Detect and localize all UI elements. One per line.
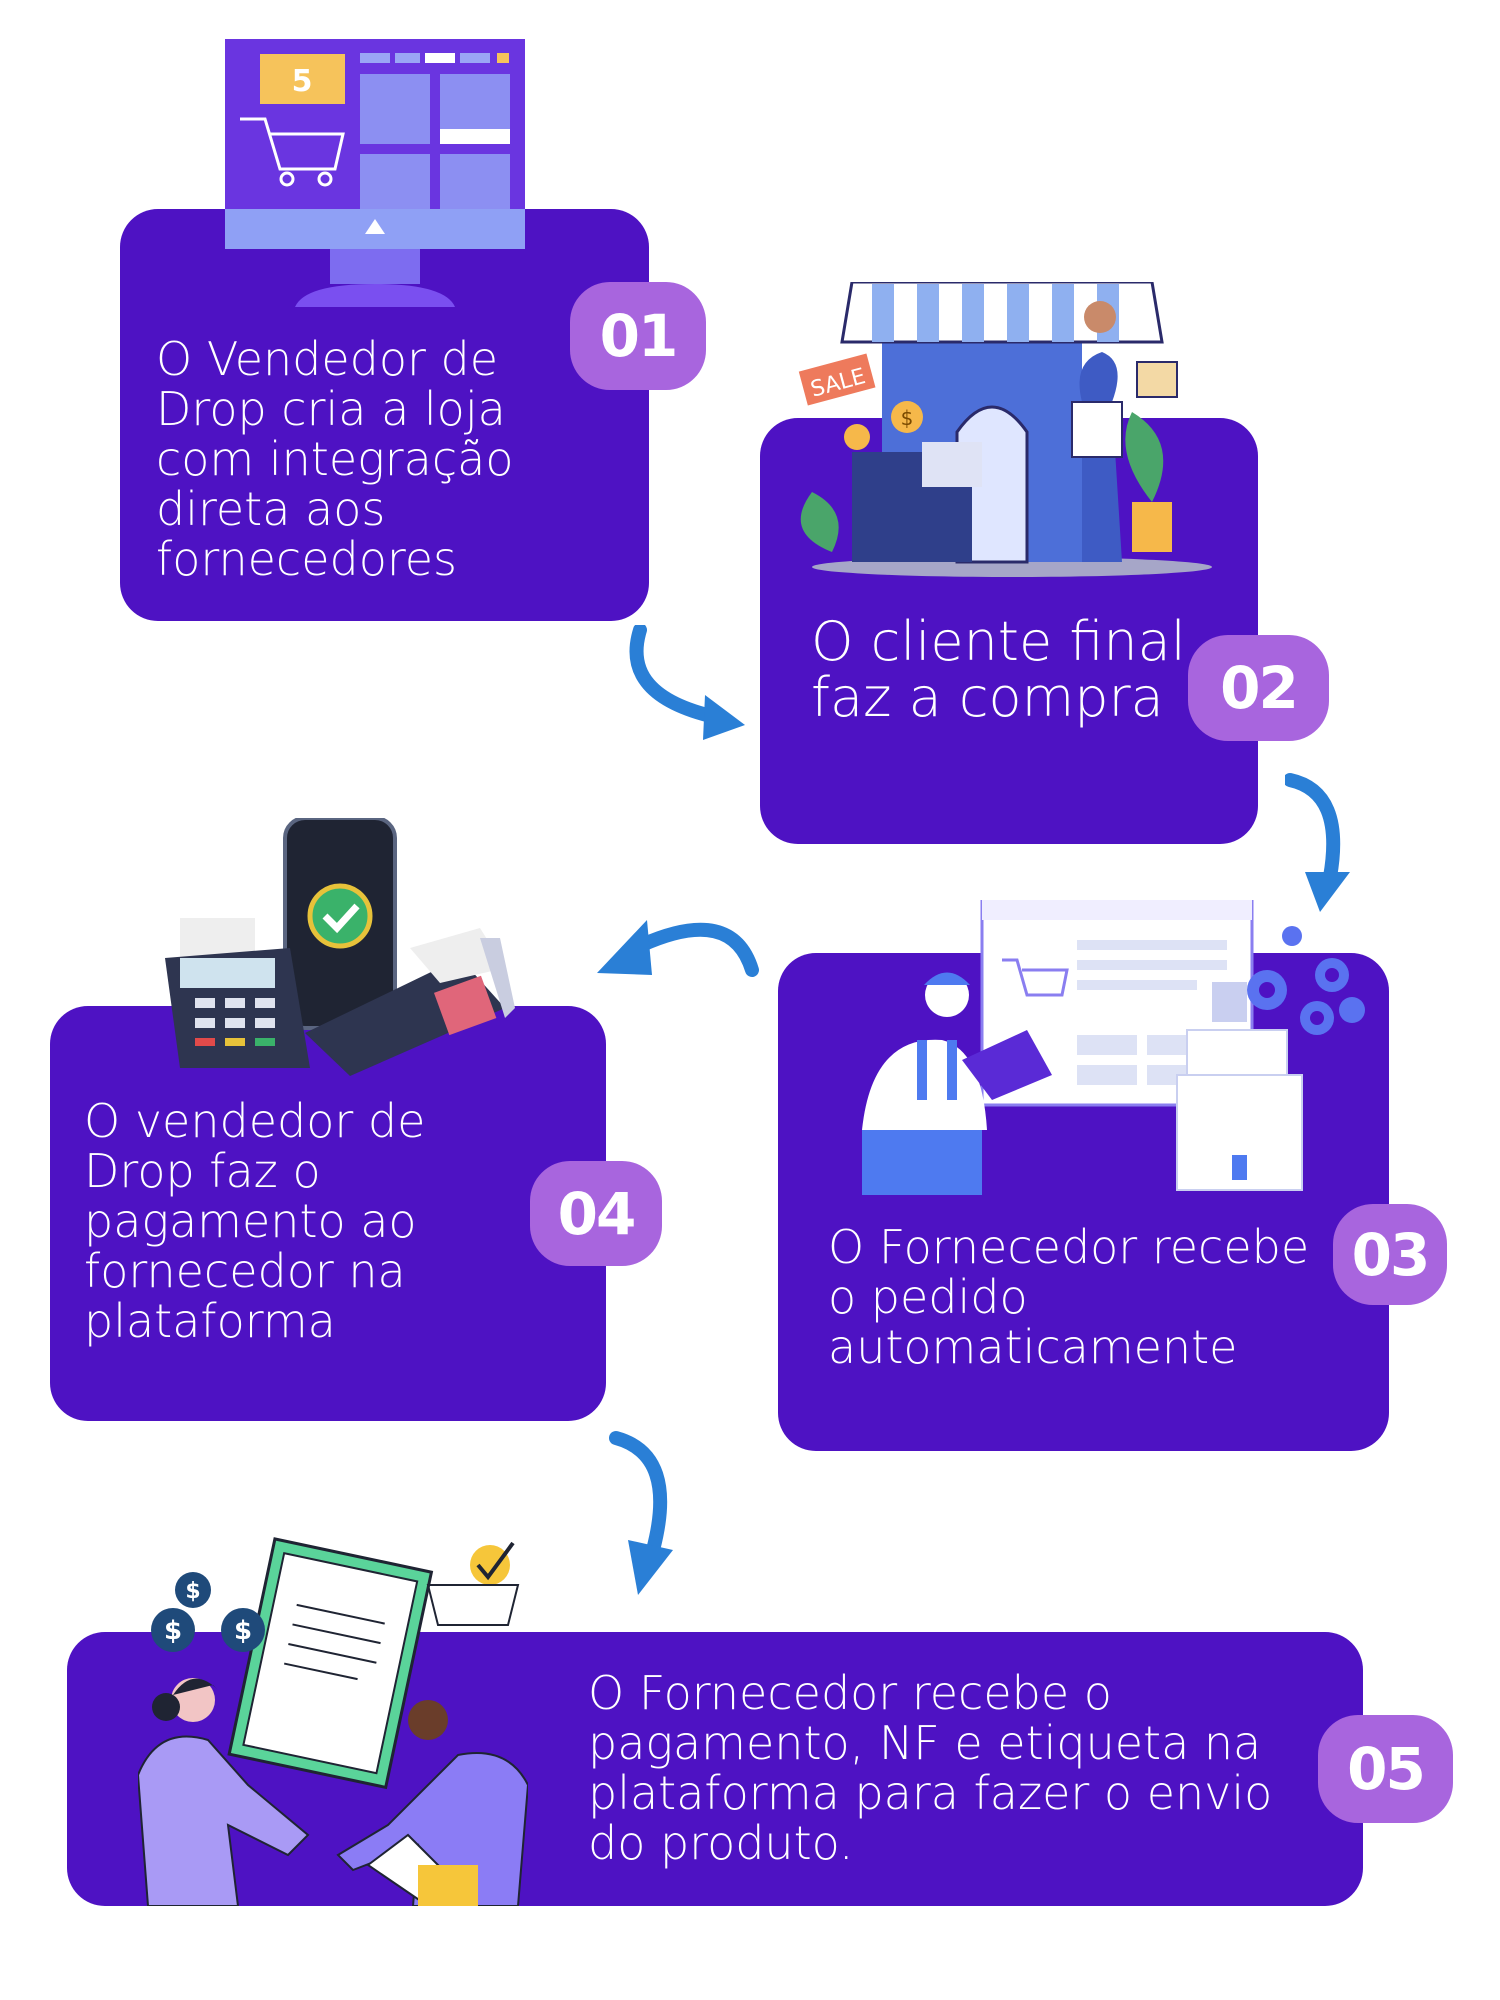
step-1-badge: 01 (570, 282, 706, 390)
storefront-shopper-illustration: SALE $ (798, 282, 1212, 577)
payment-terminal-illustration (165, 818, 515, 1076)
arrow-1-to-2-icon (629, 625, 745, 740)
dollar-coin-icon: $ (164, 1616, 182, 1646)
step-3-text: O Fornecedor recebe o pedido automaticam… (828, 1220, 1310, 1374)
step-1-text: O Vendedor de Drop cria a loja com integ… (156, 332, 514, 586)
supplier-order-illustration (862, 900, 1365, 1195)
handshake-contract-illustration: $ $ $ (138, 1537, 528, 1906)
dollar-coin-icon: $ (234, 1616, 252, 1646)
monitor-store-illustration: 5 (225, 39, 525, 307)
step-4-badge: 04 (530, 1161, 662, 1266)
coin-icon: $ (901, 406, 914, 430)
dollar-coin-icon: $ (185, 1579, 200, 1604)
step-3-badge: 03 (1333, 1204, 1447, 1305)
arrow-2-to-3-icon (1285, 773, 1350, 912)
step-4-text: O vendedor de Drop faz o pagamento ao fo… (84, 1094, 426, 1348)
monitor-badge-number: 5 (292, 64, 313, 99)
step-2-text: O cliente final faz a compra (811, 610, 1186, 729)
step-4-card (50, 1006, 606, 1421)
step-2-badge: 02 (1188, 635, 1329, 741)
arrow-3-to-4-icon (597, 920, 759, 977)
step-5-text: O Fornecedor recebe o pagamento, NF e et… (588, 1666, 1273, 1870)
step-5-badge: 05 (1318, 1715, 1453, 1823)
arrow-4-to-5-icon (609, 1431, 673, 1595)
